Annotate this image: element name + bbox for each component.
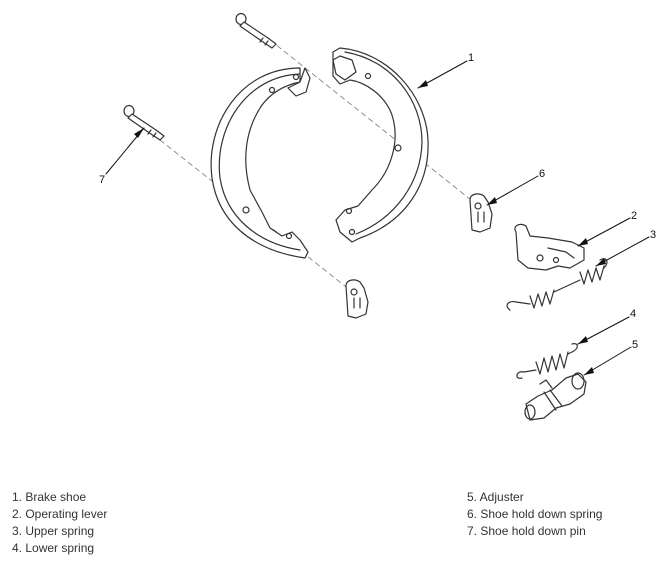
callout-5: 5 [632,339,638,351]
legend-item: 6. Shoe hold down spring [467,507,603,521]
operating-lever [514,223,585,271]
shoe-hold-down-spring-right [469,193,493,233]
adjuster [524,372,587,421]
legend-item: 4. Lower spring [12,541,95,555]
legend-item: 5. Adjuster [467,490,524,504]
shoe-hold-down-pin-upper [235,12,277,49]
legend-item: 1. Brake shoe [12,490,87,504]
legend-item: 3. Upper spring [12,524,95,538]
legend-item: 2. Operating lever [12,507,108,521]
leader-arrowheads [134,80,606,375]
shoe-hold-down-pin-left [123,104,165,141]
legend-right: 5. Adjuster 6. Shoe hold down spring 7. … [467,489,602,540]
callout-1: 1 [468,52,474,64]
shoe-hold-down-spring-lower [345,279,369,319]
legend-item: 7. Shoe hold down pin [467,524,586,538]
alignment-lines [159,39,491,291]
callout-3: 3 [650,229,656,241]
brake-shoe-right [332,47,429,243]
callout-6: 6 [539,168,545,180]
lower-spring [516,343,578,379]
callout-4: 4 [630,308,636,320]
callout-7: 7 [99,174,105,186]
brake-shoe-left [210,67,311,259]
legend-left: 1. Brake shoe 2. Operating lever 3. Uppe… [12,489,107,557]
callout-2: 2 [631,210,637,222]
exploded-parts-diagram: 1 2 3 4 5 6 7 [99,12,656,421]
